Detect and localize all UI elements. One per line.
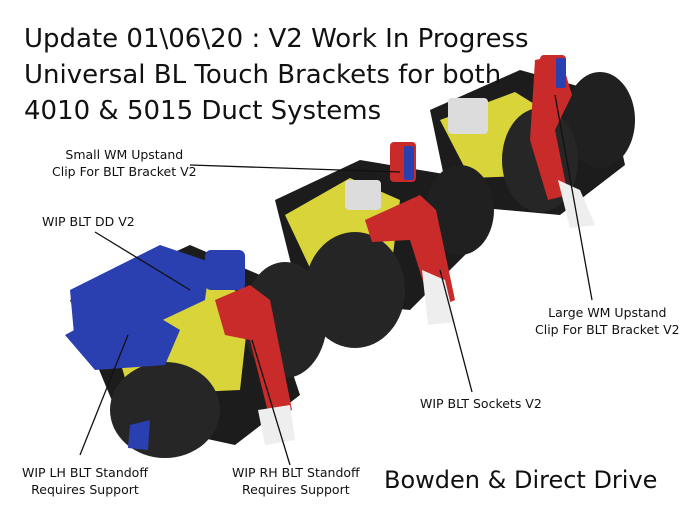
front-bracket-assembly (65, 245, 327, 458)
label-lh-line-2: Requires Support (31, 482, 139, 497)
label-small-wm-line-2: Clip For BLT Bracket V2 (52, 164, 197, 179)
leader-lines (79, 94, 593, 466)
title-line-3: 4010 & 5015 Duct Systems (24, 96, 382, 126)
label-small-wm-upstand: Small WM Upstand Clip For BLT Bracket V2 (52, 146, 197, 180)
label-large-wm-line-2: Clip For BLT Bracket V2 (535, 322, 680, 337)
middle-bracket-assembly (275, 142, 494, 348)
label-blt-sockets: WIP BLT Sockets V2 (420, 396, 542, 411)
title-line-2: Universal BL Touch Brackets for both (24, 60, 502, 90)
label-rh-blt-standoff: WIP RH BLT Standoff Requires Support (232, 464, 360, 498)
title-line-1: Update 01\06\20 : V2 Work In Progress (24, 24, 529, 54)
label-large-wm-upstand: Large WM Upstand Clip For BLT Bracket V2 (535, 304, 680, 338)
label-rh-line-1: WIP RH BLT Standoff (232, 465, 360, 480)
label-wip-blt-dd: WIP BLT DD V2 (42, 214, 135, 229)
label-rh-line-2: Requires Support (242, 482, 350, 497)
label-large-wm-line-1: Large WM Upstand (548, 305, 667, 320)
bowden-direct-drive-caption: Bowden & Direct Drive (384, 466, 658, 494)
label-small-wm-line-1: Small WM Upstand (65, 147, 184, 162)
label-lh-line-1: WIP LH BLT Standoff (22, 465, 148, 480)
label-lh-blt-standoff: WIP LH BLT Standoff Requires Support (22, 464, 148, 498)
